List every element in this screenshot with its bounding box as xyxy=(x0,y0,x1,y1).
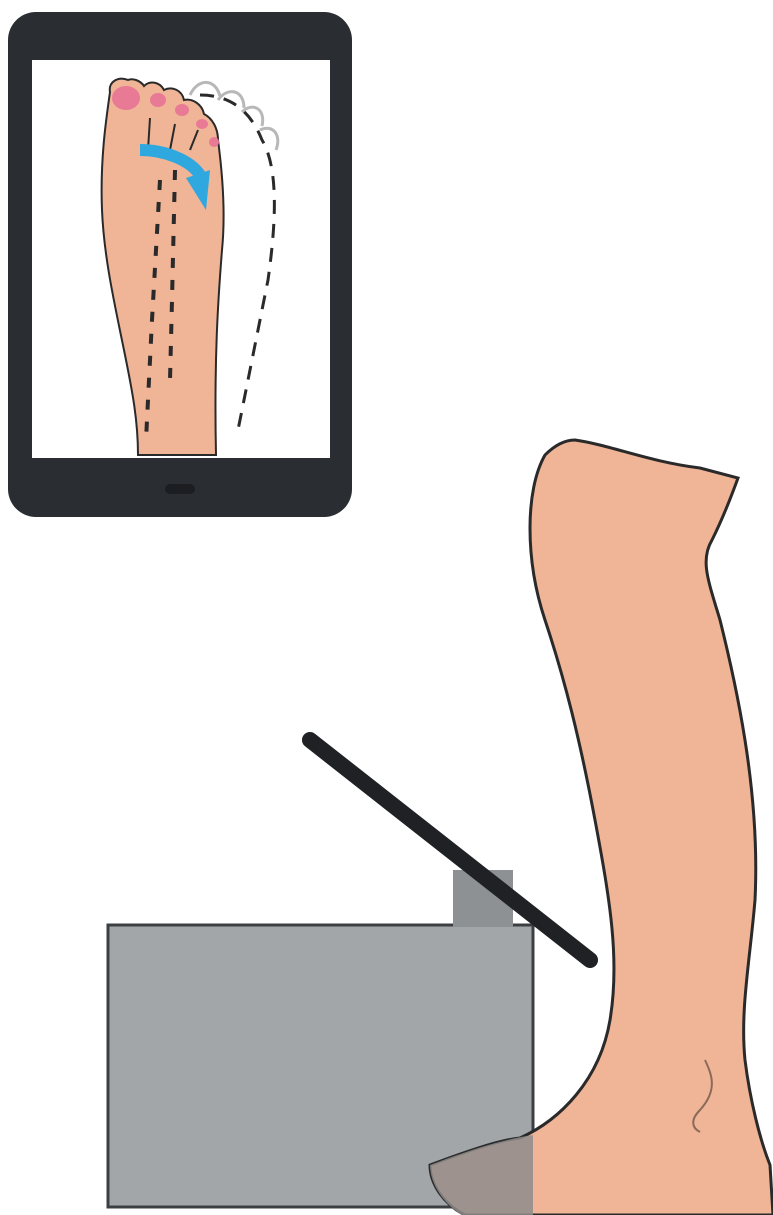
lower-leg-icon xyxy=(0,0,773,1215)
exercise-illustration xyxy=(0,0,773,1215)
